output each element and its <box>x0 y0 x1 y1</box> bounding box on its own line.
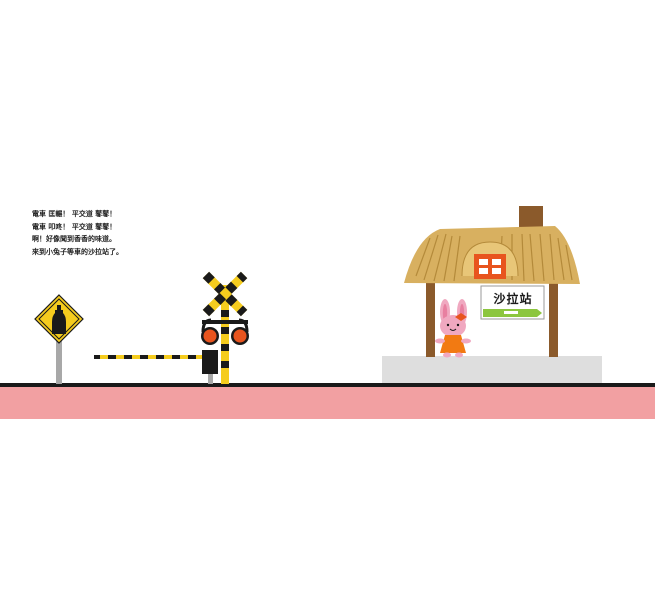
bottle-warning-sign-icon <box>34 294 84 384</box>
station-platform <box>382 356 602 383</box>
station-sign-board <box>480 285 545 320</box>
station-hut <box>404 206 580 357</box>
story-line: 電車 叩咚！ 平交道 鼕鼕！ <box>32 222 117 231</box>
railroad-crossing-icon <box>201 271 249 384</box>
crossing-barrier-arm <box>94 350 218 384</box>
rabbit-icon <box>435 299 471 358</box>
track-line <box>0 383 655 387</box>
story-line: 來到小兔子等車的沙拉站了。 <box>32 247 123 256</box>
story-text: 電車 匡輾！ 平交道 鼕鼕！ 電車 叩咚！ 平交道 鼕鼕！ 啊！好像聞到香香的味… <box>32 208 123 258</box>
station-sign-label: 沙拉站 <box>493 292 533 306</box>
story-line: 電車 匡輾！ 平交道 鼕鼕！ <box>32 210 117 218</box>
ground-band <box>0 386 655 419</box>
story-line: 啊！好像聞到香香的味道。 <box>32 235 116 243</box>
